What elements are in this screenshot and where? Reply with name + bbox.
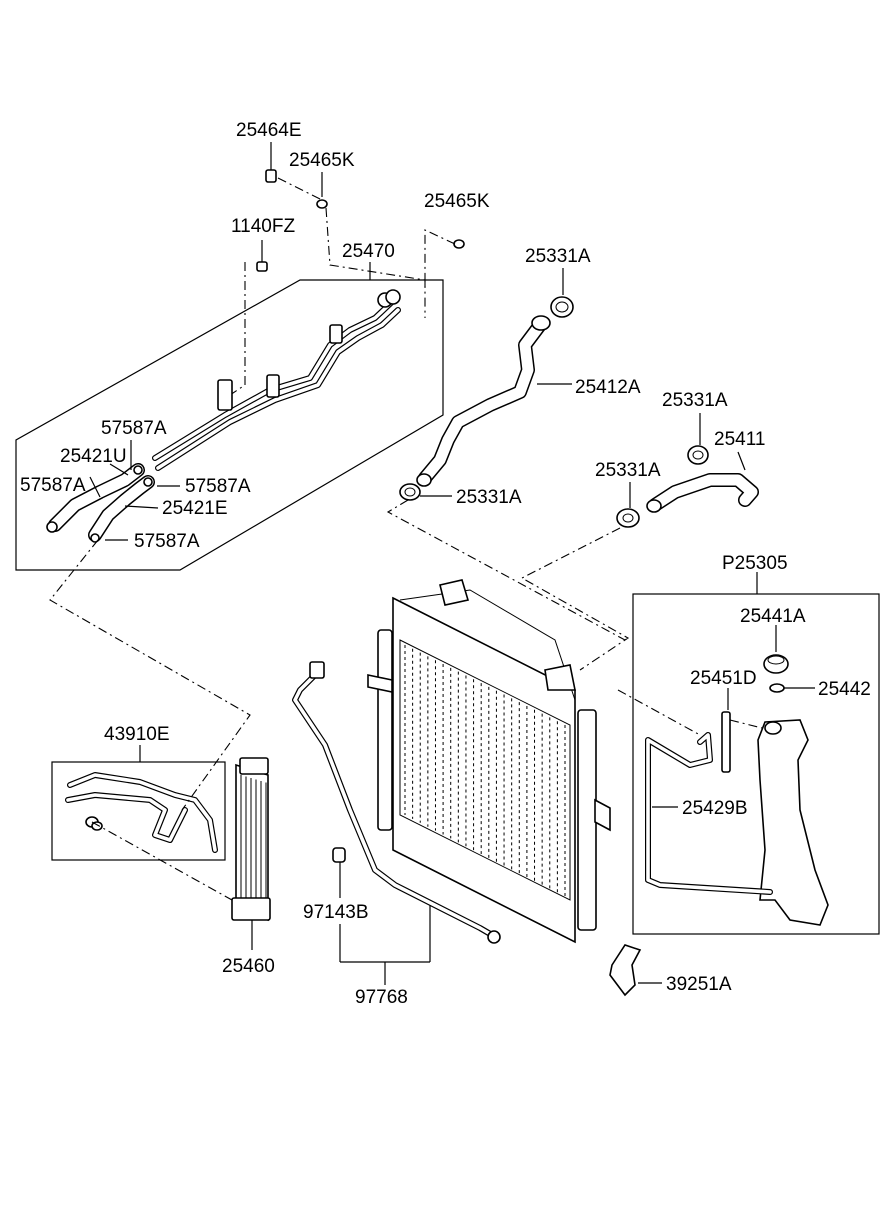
clamp-25331a-left	[386, 483, 626, 641]
label-25331a-mid: 25331A	[662, 390, 728, 411]
label-25460: 25460	[222, 956, 275, 977]
clamp-25331a-top	[550, 268, 574, 318]
label-57587a-4: 57587A	[134, 531, 200, 552]
label-57587a-2: 57587A	[20, 475, 86, 496]
hoses-25421	[46, 463, 155, 543]
part-labels: 25464E 25465K 25465K 1140FZ 25470 25331A…	[20, 120, 871, 1008]
label-57587a-1: 57587A	[101, 418, 167, 439]
pipe-box-43910e	[51, 745, 233, 901]
ac-line-97768	[292, 661, 501, 944]
washer-25465k-b	[424, 229, 465, 290]
upper-hose-25412a	[416, 315, 572, 487]
clamp-25331a-right	[520, 482, 640, 671]
label-25464e: 25464E	[236, 120, 302, 141]
label-25465k-b: 25465K	[424, 191, 490, 212]
sensor-97143b	[332, 847, 431, 985]
label-25442: 25442	[818, 679, 871, 700]
pipe-assembly-box-25470	[15, 262, 444, 571]
label-p25305: P25305	[722, 553, 788, 574]
label-25331a-lower-left: 25331A	[456, 487, 522, 508]
leader-lines	[89, 440, 180, 541]
tank-25429b	[645, 719, 829, 926]
oil-cooler-pipes	[152, 289, 401, 471]
label-57587a-3: 57587A	[185, 476, 251, 497]
label-25412a: 25412A	[575, 377, 641, 398]
reservoir-box-p25305	[632, 572, 880, 935]
dash-leader-oil	[49, 539, 251, 811]
clamp-25331a-mid	[687, 413, 709, 465]
hose-25451d	[721, 688, 771, 773]
label-25429b: 25429B	[682, 798, 748, 819]
label-97768: 97768	[355, 987, 408, 1008]
label-25441a: 25441A	[740, 606, 806, 627]
label-25421u: 25421U	[60, 446, 127, 467]
label-43910e: 43910E	[104, 724, 170, 745]
oil-cooler-25460	[231, 757, 271, 950]
bolt-1140fz	[229, 240, 268, 396]
label-39251a: 39251A	[666, 974, 732, 995]
oil-cooler-fins	[240, 775, 267, 908]
bracket-39251a	[609, 944, 662, 997]
label-25451d: 25451D	[690, 668, 757, 689]
label-25470: 25470	[342, 241, 395, 262]
label-25465k-a: 25465K	[289, 150, 355, 171]
cap-25441a	[763, 625, 789, 674]
washer-25465k-a	[316, 172, 426, 318]
label-25331a-lower-right: 25331A	[595, 460, 661, 481]
radiator-fins	[404, 645, 566, 897]
bolt-25464e	[265, 142, 323, 201]
radiator-assembly	[367, 579, 701, 944]
label-25411: 25411	[714, 429, 765, 450]
label-1140fz: 1140FZ	[231, 216, 295, 237]
label-25421e: 25421E	[162, 498, 228, 519]
label-25331a-top: 25331A	[525, 246, 591, 267]
label-97143b: 97143B	[303, 902, 369, 923]
lower-hose-25411	[646, 451, 759, 513]
seal-25442	[769, 683, 815, 693]
